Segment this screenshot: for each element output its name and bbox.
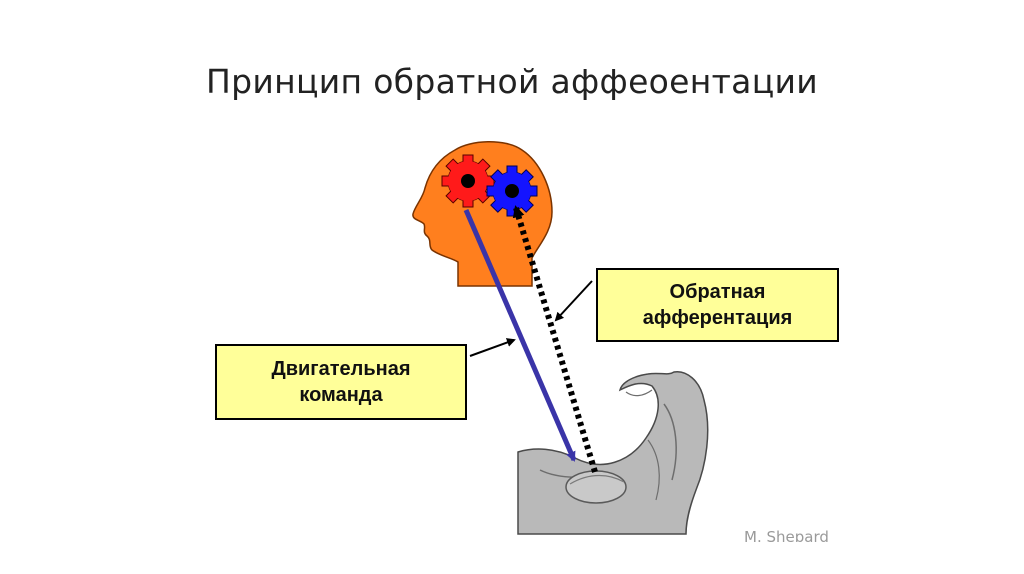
- red-gear-icon: [442, 155, 494, 207]
- feedback-afferentation-arrow: [516, 208, 595, 472]
- blue-gear-icon: [487, 166, 537, 216]
- feedback-line-1: Обратная: [643, 279, 793, 305]
- motor-command-line-2: команда: [271, 382, 410, 408]
- motor-label-pointer: [470, 340, 514, 356]
- feedback-line-2: афферентация: [643, 305, 793, 331]
- motor-command-label: Двигательная команда: [215, 344, 467, 420]
- feedback-afferentation-label: Обратная афферентация: [596, 268, 839, 342]
- motor-command-line-1: Двигательная: [271, 356, 410, 382]
- watermark-text: M. Shepard: [744, 526, 829, 542]
- feedback-label-pointer: [556, 281, 592, 320]
